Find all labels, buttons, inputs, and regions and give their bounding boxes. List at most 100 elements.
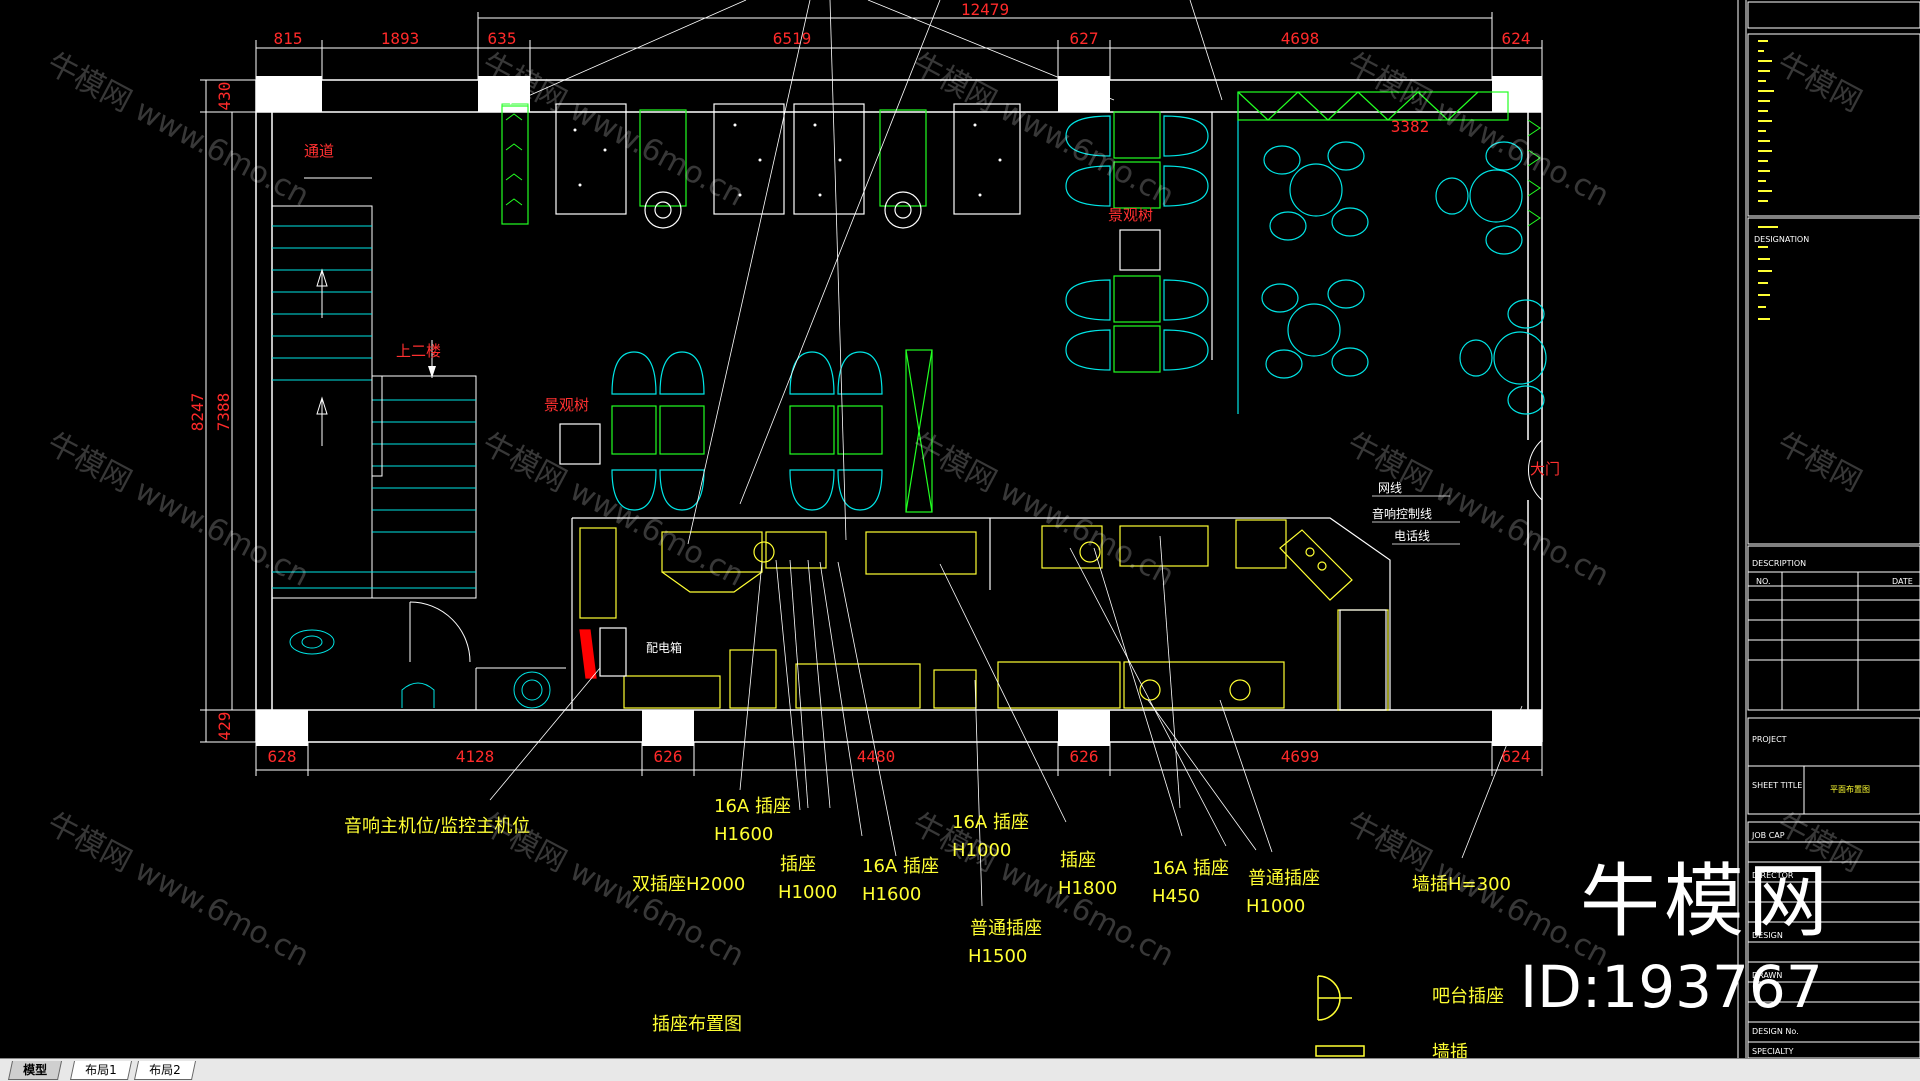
dim-left-2: 8247 — [188, 393, 207, 432]
bottom-dimensions — [255, 742, 1543, 776]
svg-text:牛模网: 牛模网 — [1771, 426, 1867, 499]
dim-top-overall: 12479 — [961, 0, 1009, 19]
leader-lines — [489, 0, 1523, 907]
structural-columns — [256, 76, 1542, 746]
tb-date: DATE — [1892, 577, 1913, 586]
socket-label-outlet-2: 插座 — [1060, 850, 1096, 871]
socket-label-16a-4: 16A 插座 — [1152, 858, 1229, 879]
dim-top-1: 815 — [274, 29, 303, 48]
layout-tab-bar: 模型 布局1 布局2 — [0, 1058, 1920, 1081]
label-passage: 通道 — [304, 142, 334, 160]
cad-model-space[interactable]: 12479 815 1893 635 6519 627 4698 624 430… — [0, 0, 1920, 1058]
label-network: 网线 — [1378, 481, 1402, 495]
tb-sheet-title-label: SHEET TITLE — [1752, 781, 1802, 790]
watermark-brand: 牛模网 — [1341, 46, 1437, 119]
watermark-brand: 牛模网 — [41, 426, 137, 499]
dim-bottom-2: 4128 — [456, 747, 495, 766]
socket-label-wall: 墙插H=300 — [1412, 874, 1511, 895]
dim-bottom-3: 626 — [654, 747, 683, 766]
socket-label-outlet-1: 插座 — [780, 854, 816, 875]
title-block-notes — [1758, 40, 1778, 320]
socket-label-16a-1-height: H1600 — [714, 824, 773, 845]
label-landscape-tree-2: 景观树 — [1108, 206, 1153, 224]
tb-design: DESIGN — [1752, 931, 1783, 940]
tb-design-no: DESIGN No. — [1752, 1027, 1799, 1036]
dim-top-7: 624 — [1502, 29, 1531, 48]
socket-label-audio-host: 音响主机位/监控主机位 — [344, 816, 530, 837]
tb-specialty: SPECIALTY — [1752, 1047, 1794, 1056]
socket-label-16a-3: 16A 插座 — [952, 812, 1029, 833]
watermark-id: ID:193767 — [1520, 953, 1823, 1021]
tb-director: DIRECTOR — [1752, 871, 1794, 880]
tab-layout-1[interactable]: 布局1 — [69, 1061, 132, 1080]
dim-top-4: 6519 — [773, 29, 812, 48]
title-block — [1737, 0, 1920, 1058]
dim-top-3: 635 — [488, 29, 517, 48]
center-tables — [559, 349, 933, 513]
socket-label-16a-4-height: H450 — [1152, 886, 1200, 907]
tab-layout-2[interactable]: 布局2 — [133, 1061, 196, 1080]
watermark-brand: 牛模网 — [1341, 806, 1437, 879]
tb-no: NO. — [1756, 577, 1771, 586]
socket-label-outlet-1-height: H1000 — [778, 882, 837, 903]
watermark-url: www.6mo.cn — [564, 473, 750, 594]
label-phone: 电话线 — [1394, 529, 1430, 543]
legend-bar-socket: 吧台插座 — [1432, 986, 1504, 1007]
watermark-brand: 牛模网 — [41, 806, 137, 879]
legend-bar-socket-symbol — [1315, 975, 1365, 1057]
planter-right — [1527, 119, 1541, 227]
dim-left-4: 429 — [215, 712, 234, 741]
top-dimensions — [255, 12, 1543, 80]
round-tables — [1261, 141, 1547, 415]
watermark-url: www.6mo.cn — [564, 853, 750, 974]
svg-text:牛模网: 牛模网 — [1771, 46, 1867, 119]
svg-text:牛模网 www.6mo.cn: 牛模网 www.6mo.cn — [41, 806, 314, 974]
svg-text:牛模网 www.6mo.cn: 牛模网 www.6mo.cn — [41, 46, 314, 214]
planter — [501, 103, 529, 225]
watermark-url: www.6mo.cn — [994, 473, 1180, 594]
tb-job-cap: JOB CAP — [1751, 831, 1785, 840]
square-tables — [1065, 91, 1509, 414]
legend-wall-socket: 墙插 — [1432, 1042, 1468, 1058]
tb-project: PROJECT — [1752, 735, 1787, 744]
tb-sheet-title: 平面布置图 — [1830, 784, 1870, 794]
tb-designation: DESIGNATION — [1754, 235, 1809, 244]
drawing-title: 插座布置图 — [652, 1014, 742, 1035]
restroom — [289, 601, 566, 710]
entrance-door — [1528, 439, 1543, 501]
label-entrance: 大门 — [1530, 460, 1560, 478]
tb-description: DESCRIPTION — [1752, 559, 1806, 568]
dim-inner: 3382 — [1391, 117, 1430, 136]
watermark-url: www.6mo.cn — [1429, 473, 1615, 594]
socket-label-16a-3-height: H1000 — [952, 840, 1011, 861]
socket-label-normal-2: 普通插座 — [1248, 868, 1320, 889]
dim-left-3: 7388 — [214, 393, 233, 432]
watermark-brand: 牛模网 — [1771, 426, 1867, 499]
label-landscape-tree-1: 景观树 — [544, 396, 589, 414]
socket-label-16a-2: 16A 插座 — [862, 856, 939, 877]
tab-model[interactable]: 模型 — [7, 1061, 63, 1080]
dim-bottom-1: 628 — [268, 747, 297, 766]
svg-text:牛模网 www.6mo.cn: 牛模网 www.6mo.cn — [41, 426, 314, 594]
dim-top-5: 627 — [1070, 29, 1099, 48]
tb-drawn: DRAWN — [1752, 971, 1782, 980]
socket-label-16a-1: 16A 插座 — [714, 796, 791, 817]
building-walls — [255, 79, 1543, 743]
socket-label-double: 双插座H2000 — [632, 874, 745, 895]
dim-bottom-7: 624 — [1502, 747, 1531, 766]
watermark-brand: 牛模网 — [476, 426, 572, 499]
svg-text:牛模网 www.6mo.cn: 牛模网 www.6mo.cn — [1341, 46, 1614, 214]
socket-label-16a-2-height: H1600 — [862, 884, 921, 905]
watermark-brand: 牛模网 — [41, 46, 137, 119]
socket-label-normal-2-height: H1000 — [1246, 896, 1305, 917]
kitchen-counter — [571, 517, 1391, 711]
svg-text:牛模网 www.6mo.cn: 牛模网 www.6mo.cn — [476, 46, 749, 214]
watermark-brand: 牛模网 — [1771, 46, 1867, 119]
label-audio: 音响控制线 — [1372, 506, 1432, 521]
svg-text:牛模网 www.6mo.cn: 牛模网 www.6mo.cn — [1341, 806, 1614, 974]
socket-label-normal-1: 普通插座 — [970, 918, 1042, 939]
watermark-url: www.6mo.cn — [564, 93, 750, 214]
dim-bottom-5: 626 — [1070, 747, 1099, 766]
watermark-url: www.6mo.cn — [129, 473, 315, 594]
label-panel: 配电箱 — [646, 640, 682, 655]
